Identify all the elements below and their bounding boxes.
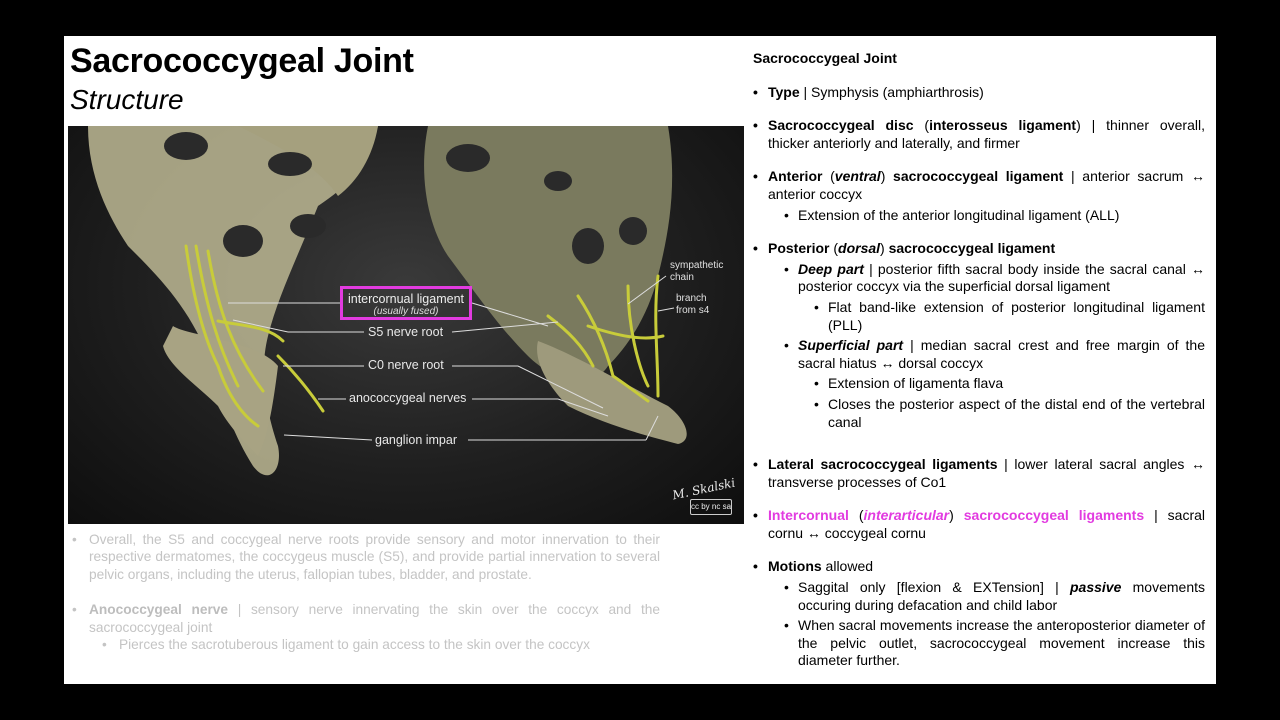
paren-anterior-close: ) <box>880 168 894 185</box>
nerves <box>184 244 665 428</box>
label-branch-line1: branch <box>676 293 707 304</box>
term-passive: passive <box>1070 579 1122 596</box>
desc-saggital-b: movements occuring during defacation and… <box>798 579 1205 613</box>
paren-posterior-close: ) <box>880 240 889 257</box>
sub-deep-part: Deep part | posterior fifth sacral body … <box>753 261 1205 296</box>
label-c0-nerve-root: C0 nerve root <box>368 358 444 372</box>
subsub-ligamenta-flava: Extension of ligamenta flava <box>753 375 1205 393</box>
left-foramen-2 <box>223 225 263 257</box>
item-lateral-ligaments: Lateral sacrococcygeal ligaments | lower… <box>753 456 1205 491</box>
subsub-closes-canal: Closes the posterior aspect of the dista… <box>753 396 1205 431</box>
sub-anterior-extension: Extension of the anterior longitudinal l… <box>753 207 1205 225</box>
term-lateral: Lateral sacrococcygeal ligaments <box>768 456 998 473</box>
term-intercornual-ligaments: sacrococcygeal ligaments <box>963 507 1145 524</box>
right-foramen-2 <box>572 228 604 264</box>
right-foramen-3 <box>619 217 647 245</box>
term-interosseus: interosseus ligament <box>929 117 1077 134</box>
term-anterior: Anterior <box>768 168 823 185</box>
label-sympathetic-line1: sympathetic <box>670 260 724 271</box>
note-anococcygeal-desc: | sensory nerve innervating the skin ove… <box>89 602 661 635</box>
term-intercornual: Intercornual <box>768 507 849 524</box>
slide-title: Sacrococcygeal Joint <box>70 42 414 80</box>
left-coccyx <box>163 326 278 456</box>
left-foramen-4 <box>268 152 312 176</box>
desc-intercornual: | sacral cornu ↔ coccygeal cornu <box>768 507 1206 541</box>
right-coccyx <box>537 341 687 444</box>
term-posterior-ligament: sacrococcygeal ligament <box>888 240 1056 257</box>
sub-saggital: Saggital only [flexion & EXTension] | pa… <box>753 579 1205 614</box>
item-anterior-ligament: Anterior (ventral) sacrococcygeal ligame… <box>753 168 1205 203</box>
note-nerve-roots: Overall, the S5 and coccygeal nerve root… <box>70 531 660 583</box>
notes-column: Sacrococcygeal Joint Type | Symphysis (a… <box>753 50 1205 670</box>
label-usually-fused: (usually fused) <box>373 306 439 317</box>
note-anococcygeal-sub: Pierces the sacrotuberous ligament to ga… <box>70 636 660 654</box>
faded-notes: Overall, the S5 and coccygeal nerve root… <box>70 531 660 654</box>
paren-posterior-open: ( <box>829 240 839 257</box>
sub-sacral-movements: When sacral movements increase the anter… <box>753 617 1205 670</box>
right-foramen-4 <box>544 171 572 191</box>
label-sympathetic-chain: sympathetic chain <box>670 260 723 284</box>
item-disc: Sacrococcygeal disc (interosseus ligamen… <box>753 117 1205 152</box>
term-posterior: Posterior <box>768 240 830 257</box>
paren-disc: ( <box>913 117 930 134</box>
desc-saggital-a: Saggital only [flexion & EXTension] | <box>798 579 1070 596</box>
license-badge: cc by nc sa <box>690 499 732 515</box>
subsub-deep-extension: Flat band-like extension of posterior lo… <box>753 299 1205 334</box>
right-foramen-1 <box>446 144 490 172</box>
term-superficial-part: Superficial part <box>798 337 904 354</box>
illustration-drawing <box>88 126 687 476</box>
note-anococcygeal: Anococcygeal nerve | sensory nerve inner… <box>70 601 660 636</box>
left-foramen-1 <box>164 132 208 160</box>
term-ventral: ventral <box>834 168 881 185</box>
desc-lateral: | lower lateral sacral angles ↔ transver… <box>768 456 1205 490</box>
slide: Sacrococcygeal Joint Structure <box>64 36 1216 684</box>
label-sympathetic-line2: chain <box>670 272 694 283</box>
term-deep-part: Deep part <box>798 260 864 277</box>
term-type: Type <box>768 83 800 100</box>
desc-disc: ) | thinner overall, thicker anteriorly … <box>768 117 1205 151</box>
term-interarticular: interarticular <box>863 507 950 524</box>
label-ganglion-impar: ganglion impar <box>375 433 457 447</box>
desc-type: | Symphysis (amphiarthrosis) <box>799 83 984 100</box>
label-anococcygeal-nerves: anococcygeal nerves <box>349 391 467 405</box>
item-motions: Motions allowed <box>753 558 1205 576</box>
desc-superficial-part: | median sacral crest and free margin of… <box>798 337 1205 371</box>
item-intercornual-ligaments: Intercornual (interarticular) sacrococcy… <box>753 507 1205 542</box>
item-posterior-ligament: Posterior (dorsal) sacrococcygeal ligame… <box>753 240 1205 258</box>
right-sacrum-bone <box>424 126 673 382</box>
term-dorsal: dorsal <box>838 240 881 257</box>
label-branch-from-s4: branch from s4 <box>676 293 709 317</box>
leader-lines <box>228 275 675 441</box>
label-intercornual-ligament: intercornual ligament <box>347 292 465 306</box>
desc-deep-part: | posterior fifth sacral body inside the… <box>798 260 1205 295</box>
note-anococcygeal-term: Anococcygeal nerve <box>89 602 229 618</box>
label-s5-nerve-root: S5 nerve root <box>368 325 444 339</box>
notes-heading: Sacrococcygeal Joint <box>753 50 897 66</box>
term-disc: Sacrococcygeal disc <box>768 117 914 134</box>
paren-anterior-open: ( <box>822 168 835 185</box>
term-anterior-ligament: sacrococcygeal ligament <box>893 168 1064 185</box>
term-motions: Motions <box>768 558 822 575</box>
anatomy-illustration: intercornual ligament (usually fused) S5… <box>68 126 744 524</box>
item-type: Type | Symphysis (amphiarthrosis) <box>753 84 1205 102</box>
desc-motions: allowed <box>821 558 874 575</box>
slide-subtitle: Structure <box>70 84 184 115</box>
left-foramen-3 <box>290 214 326 238</box>
paren-intercornual-open: ( <box>848 507 864 524</box>
sub-superficial-part: Superficial part | median sacral crest a… <box>753 337 1205 372</box>
desc-anterior: | anterior sacrum ↔ anterior coccyx <box>768 168 1205 202</box>
left-sacrum-bone <box>88 126 378 476</box>
label-branch-line2: from s4 <box>676 305 710 316</box>
paren-intercornual-close: ) <box>949 507 964 524</box>
intercornual-ligament-highlight: intercornual ligament (usually fused) <box>340 286 472 320</box>
